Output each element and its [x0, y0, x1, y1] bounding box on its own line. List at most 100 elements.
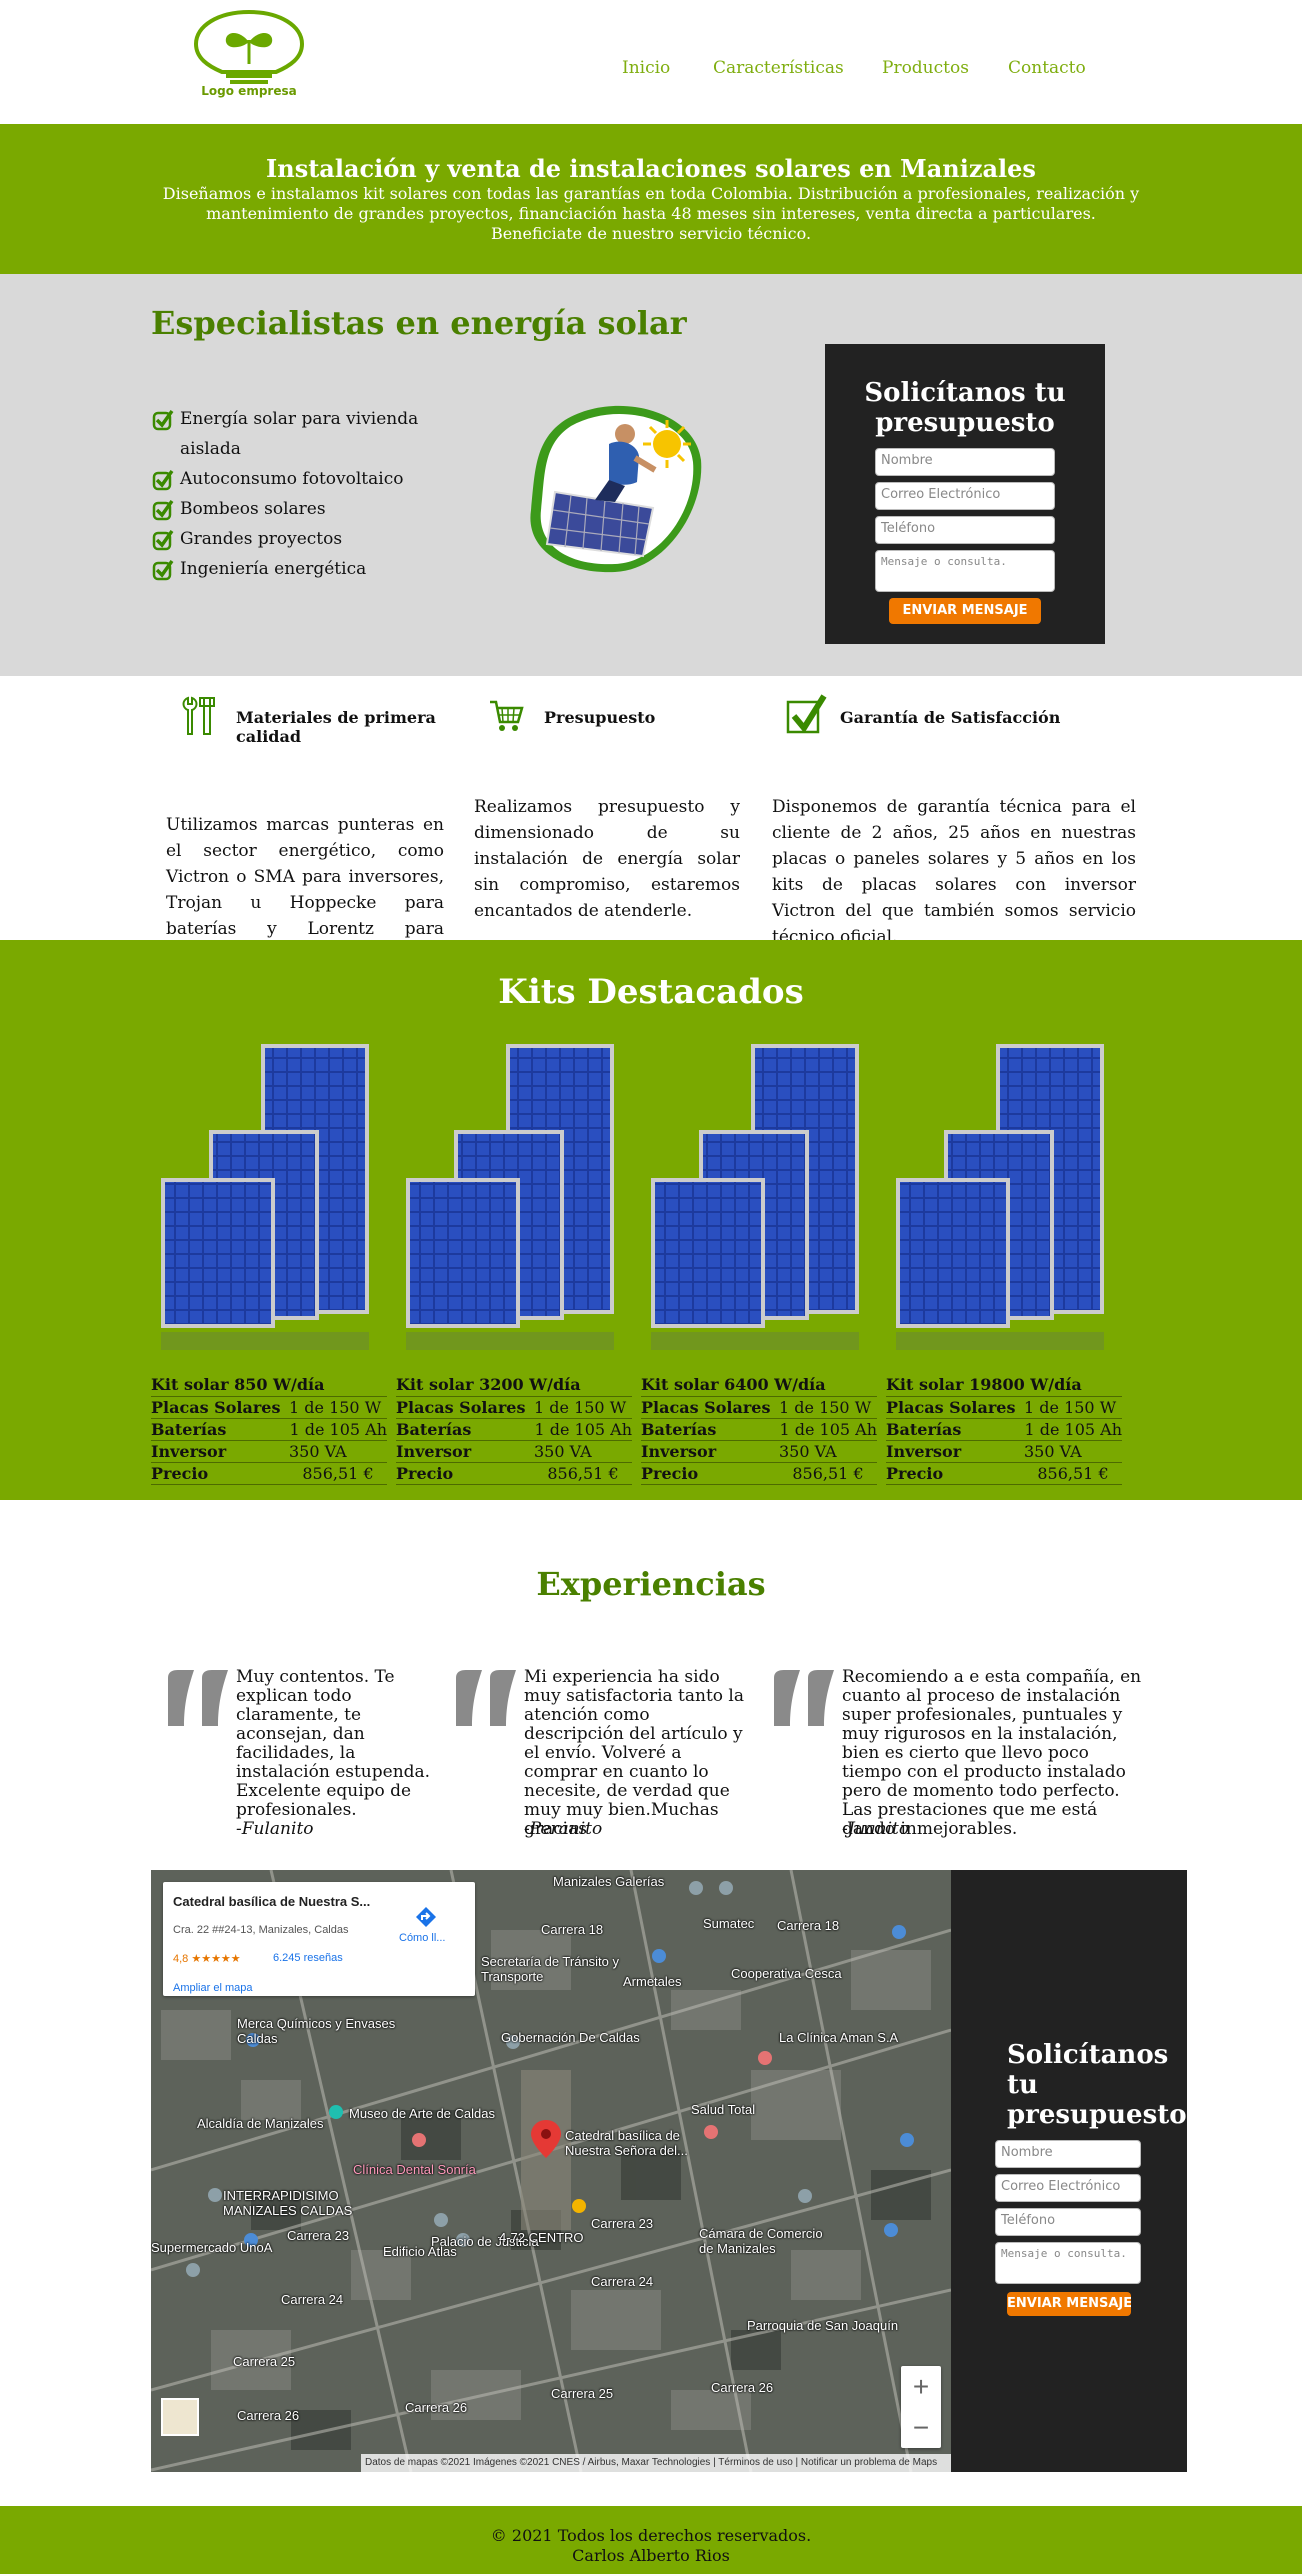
message-textarea[interactable]: Mensaje o consulta. [875, 550, 1055, 592]
form-title: Solicítanos tu presupuesto [1007, 2040, 1187, 2130]
check-icon [152, 559, 174, 581]
map-label: Carrera 26 [711, 2380, 774, 2395]
message-textarea[interactable]: Mensaje o consulta. [995, 2242, 1141, 2284]
place-address: Cra. 22 ##24-13, Manizales, Caldas [173, 1924, 349, 1936]
map-label: INTERRAPIDISIMO MANIZALES CALDAS [223, 2188, 353, 2218]
email-input[interactable]: Correo Electrónico [875, 482, 1055, 510]
nav-caracteristicas[interactable]: Características [713, 58, 844, 78]
solar-panels-image [406, 1044, 614, 1350]
spec-key: Baterías [151, 1418, 289, 1441]
map-label: Catedral basílica de Nuestra Señora del.… [565, 2128, 688, 2158]
map-label: Carrera 26 [237, 2408, 300, 2423]
map-label: Manizales Galerías [553, 1874, 665, 1889]
testimonial-text: Muy contentos. Te explican todo claramen… [236, 1667, 431, 1820]
check-icon [152, 529, 174, 551]
email-input[interactable]: Correo Electrónico [995, 2174, 1141, 2202]
embedded-map[interactable]: Manizales Galerías Carrera 18 Sumatec Ca… [151, 1870, 951, 2472]
quote-form-bottom: Solicítanos tu presupuesto Nombre Correo… [951, 1870, 1187, 2472]
map-label: 4-72 CENTRO [499, 2230, 584, 2245]
place-reviews-link[interactable]: 6.245 reseñas [273, 1952, 343, 1964]
spec-key: Inversor [641, 1440, 779, 1463]
nav-contacto[interactable]: Contacto [1008, 58, 1086, 78]
spec-key: Precio [641, 1462, 779, 1485]
nav-inicio[interactable]: Inicio [622, 58, 671, 78]
specialties-list: Energía solar para vivienda aislada Auto… [152, 404, 432, 584]
banner-title: Instalación y venta de instalaciones sol… [266, 154, 1036, 183]
place-info-card: Catedral basílica de Nuestra S... Cra. 2… [163, 1882, 475, 1996]
map-label: Salud Total [691, 2102, 756, 2117]
hero-banner: Instalación y venta de instalaciones sol… [0, 124, 1302, 274]
map-label: Gobernación De Caldas [501, 2030, 640, 2045]
testimonial: Recomiendo a e esta compañía, en cuanto … [770, 1668, 1150, 1848]
feature-quote: Presupuesto Realizamos presupuesto y dim… [474, 694, 740, 934]
name-input[interactable]: Nombre [995, 2140, 1141, 2168]
nav-productos[interactable]: Productos [882, 58, 969, 78]
feature-text: Utilizamos marcas punteras en el sector … [166, 815, 444, 965]
feature-guarantee: Garantía de Satisfacción Disponemos de g… [772, 694, 1136, 947]
feature-title: Presupuesto [544, 708, 656, 727]
specialty-label: Autoconsumo fotovoltaico [180, 469, 404, 489]
enlarge-map-link[interactable]: Ampliar el mapa [173, 1982, 253, 1994]
spec-key: Precio [886, 1462, 1024, 1485]
specialty-item: Autoconsumo fotovoltaico [152, 464, 432, 494]
send-button[interactable]: ENVIAR MENSAJE [1007, 2292, 1131, 2316]
spec-value: 856,51 € [534, 1462, 632, 1485]
spec-key: Baterías [396, 1418, 534, 1441]
map-label: Merca Químicos y Envases Caldas [237, 2016, 396, 2046]
map-label: Palacio de Justicia [431, 2234, 539, 2249]
zoom-control: + − [901, 2366, 941, 2448]
cart-icon [490, 700, 524, 731]
map-layer-thumbnail[interactable] [161, 2398, 199, 2436]
map-label: Carrera 23 [591, 2216, 654, 2231]
logo-text: Logo empresa [201, 84, 297, 98]
spec-key: Placas Solares [396, 1396, 534, 1419]
check-icon [152, 409, 174, 431]
spec-key: Baterías [886, 1418, 1024, 1441]
specialty-label: Grandes proyectos [180, 529, 343, 549]
map-label: Edificio Atlas [383, 2244, 457, 2259]
specialty-label: Ingeniería energética [180, 559, 367, 579]
send-button[interactable]: ENVIAR MENSAJE [889, 598, 1041, 624]
check-icon [152, 499, 174, 521]
author-text: Carlos Alberto Rios [572, 2546, 730, 2565]
spec-value: 856,51 € [779, 1462, 877, 1485]
specialty-item: Energía solar para vivienda aislada [152, 404, 432, 464]
map-label: Carrera 24 [591, 2274, 654, 2289]
map-label: Carrera 26 [405, 2400, 468, 2415]
map-label: Armetales [623, 1974, 682, 1989]
specialists-section: Especialistas en energía solar Energía s… [0, 274, 1302, 676]
spec-value: 1 de 105 Ah [534, 1418, 632, 1441]
phone-input[interactable]: Teléfono [875, 516, 1055, 544]
spec-value: 350 VA [779, 1440, 877, 1463]
directions-link[interactable]: Cómo ll... [399, 1932, 446, 1944]
quote-mark-icon [456, 1670, 516, 1726]
company-logo[interactable]: Logo empresa [188, 6, 310, 102]
testimonial-text: Recomiendo a e esta compañía, en cuanto … [842, 1667, 1142, 1839]
experiences-section: Experiencias Muy contentos. Te explican … [0, 1500, 1302, 1870]
spec-value: 1 de 105 Ah [779, 1418, 877, 1441]
phone-input[interactable]: Teléfono [995, 2208, 1141, 2236]
feature-title: Garantía de Satisfacción [840, 708, 1061, 727]
spec-key: Placas Solares [886, 1396, 1024, 1419]
map-label: Alcaldía de Manizales [197, 2116, 324, 2131]
spec-key: Inversor [151, 1440, 289, 1463]
zoom-out-button[interactable]: − [912, 2412, 930, 2443]
spec-key: Inversor [396, 1440, 534, 1463]
place-title: Catedral basílica de Nuestra S... [173, 1894, 371, 1909]
site-header: Logo empresa Inicio Características Prod… [0, 0, 1302, 124]
directions-icon[interactable] [415, 1906, 437, 1928]
specialty-label: Energía solar para vivienda aislada [180, 409, 419, 459]
banner-text: Diseñamos e instalamos kit solares con t… [162, 184, 1140, 243]
name-input[interactable]: Nombre [875, 448, 1055, 476]
map-label: Museo de Arte de Caldas [349, 2106, 495, 2121]
zoom-in-button[interactable]: + [912, 2371, 930, 2402]
testimonial-author: -Peranito [524, 1819, 603, 1839]
kit-name: Kit solar 19800 W/día [886, 1374, 1122, 1397]
feature-title: Materiales de primera calidad [236, 708, 436, 746]
testimonial-author: -Fulanito [236, 1819, 314, 1839]
kits-title: Kits Destacados [498, 972, 804, 1012]
testimonial-author: -Juanito [842, 1819, 910, 1839]
kit-name: Kit solar 6400 W/día [641, 1374, 877, 1397]
spec-value: 350 VA [1024, 1440, 1122, 1463]
